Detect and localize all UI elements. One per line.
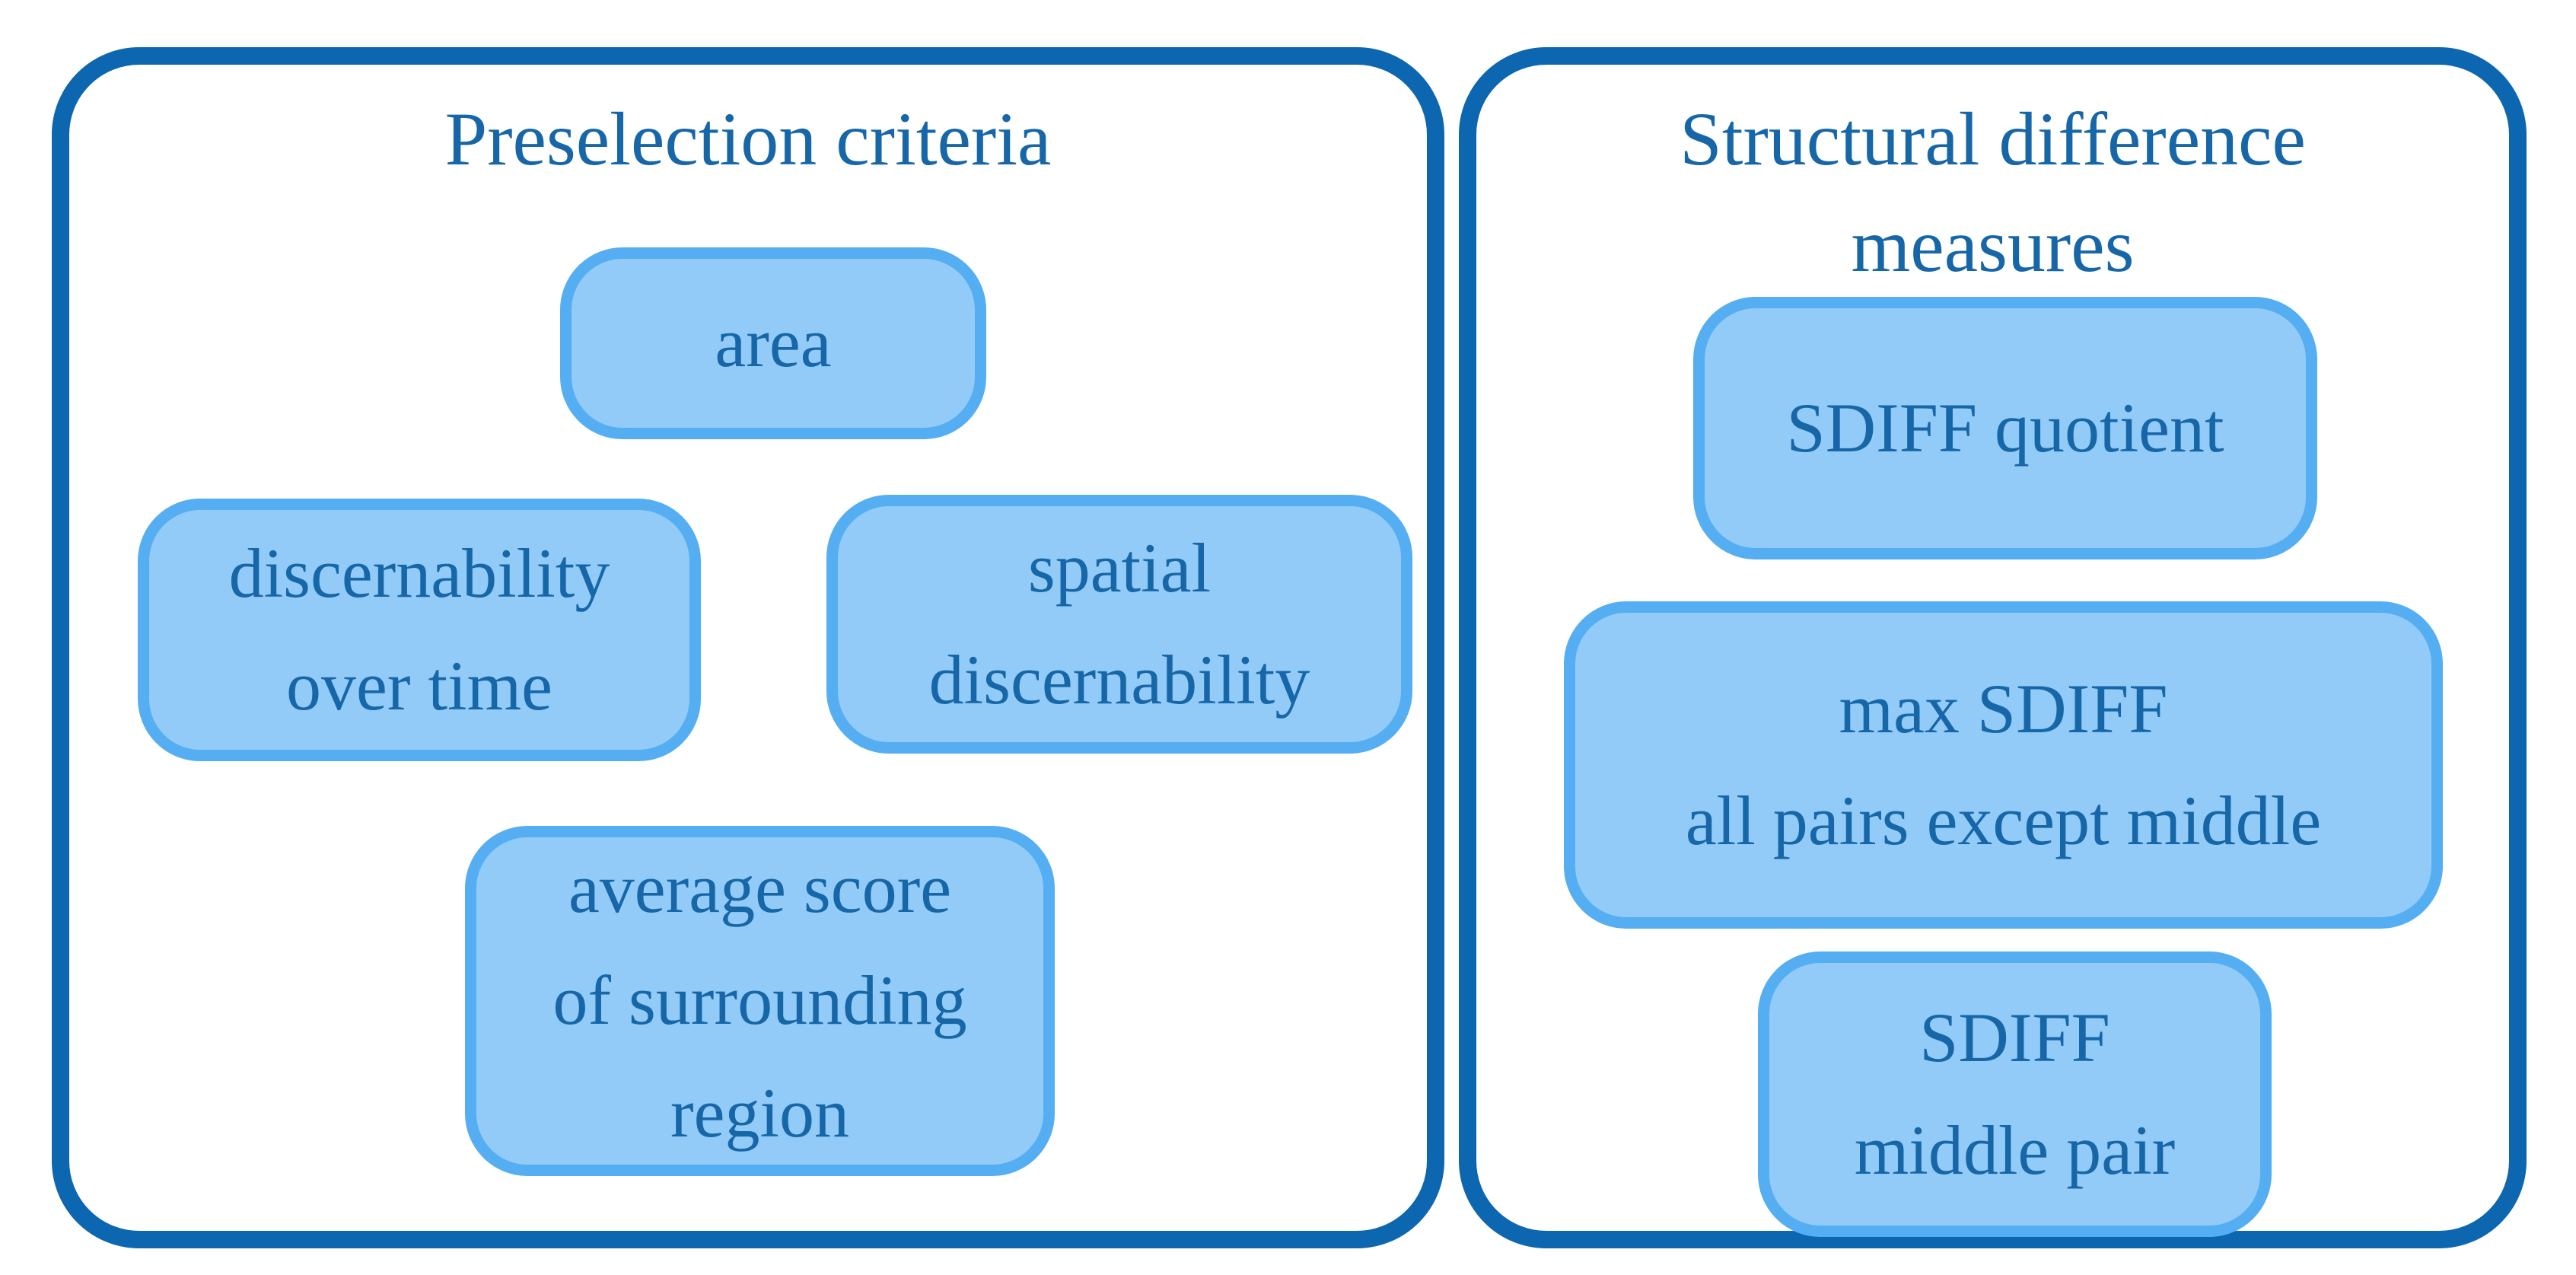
box-spatial-discernability: spatial discernability [826,495,1412,754]
box-area: area [560,247,986,439]
panel-title-preselection-criteria: Preselection criteria [444,97,1052,181]
panel-title-structural-difference-measures: Structural difference measures [1680,97,2306,288]
box-discernability-over-time: discernability over time [138,499,701,761]
box-max-sdiff-all-pairs-except-middle: max SDIFF all pairs except middle [1564,601,2443,929]
panel-structural-difference-measures: Structural difference measures SDIFF quo… [1459,47,2527,1248]
box-sdiff-quotient: SDIFF quotient [1693,297,2317,559]
panel-preselection-criteria: Preselection criteria area discernabilit… [52,47,1444,1248]
box-average-score-of-surrounding-region: average score of surrounding region [465,826,1055,1176]
box-sdiff-middle-pair: SDIFF middle pair [1758,951,2272,1237]
